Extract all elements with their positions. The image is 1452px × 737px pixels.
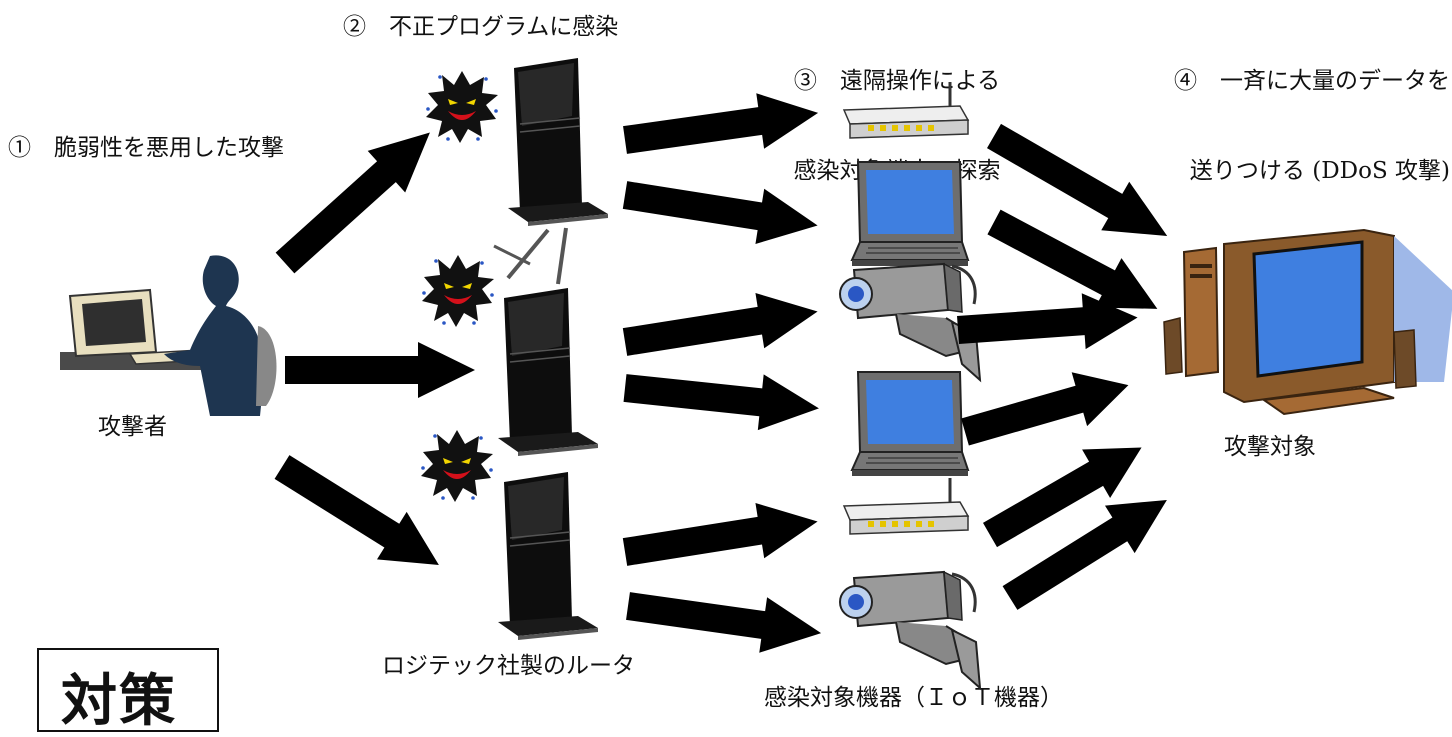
- arrow: [624, 578, 825, 661]
- step4-line1: ④ 一斉に大量のデータを: [1174, 68, 1450, 94]
- router-icon: [493, 227, 599, 457]
- iot-devices-label: 感染対象機器（ＩｏＴ機器）: [764, 685, 1063, 711]
- arrow: [620, 167, 822, 254]
- step4-line2: 送りつける (DDoS 攻撃): [1189, 158, 1450, 184]
- diagram-canvas: [59, 57, 1452, 690]
- attacker-icon: [59, 254, 278, 417]
- arrow: [621, 85, 822, 168]
- arrow: [620, 493, 822, 580]
- laptop-icon: [851, 161, 969, 267]
- laptop-icon: [851, 371, 969, 477]
- step3-line1: ③ 遠隔操作による: [793, 68, 1001, 94]
- access-point-icon: [842, 476, 970, 536]
- router-icon: [497, 471, 599, 641]
- arrow: [622, 360, 822, 437]
- target-pc-icon: [1162, 228, 1452, 416]
- attacker-label: 攻撃者: [98, 414, 167, 440]
- access-point-icon: [842, 80, 970, 140]
- arrow: [285, 342, 475, 398]
- step4-label: ④ 一斉に大量のデータを 送りつける (DDoS 攻撃): [1080, 6, 1450, 216]
- arrow: [957, 358, 1137, 459]
- arrow: [266, 111, 449, 284]
- malware-icon: [422, 255, 494, 327]
- routers-label: ロジテック社製のルータ: [382, 653, 635, 679]
- arrow: [620, 283, 822, 370]
- step2-label: ② 不正プログラムに感染: [343, 14, 619, 40]
- router-icon: [507, 57, 609, 227]
- step1-label: ① 脆弱性を悪用した攻撃: [8, 135, 284, 161]
- malware-icon: [421, 430, 493, 502]
- malware-icon: [426, 71, 498, 143]
- arrow: [995, 476, 1182, 622]
- target-label: 攻撃対象: [1224, 434, 1316, 460]
- arrow: [267, 443, 454, 589]
- camera-icon: [838, 570, 982, 690]
